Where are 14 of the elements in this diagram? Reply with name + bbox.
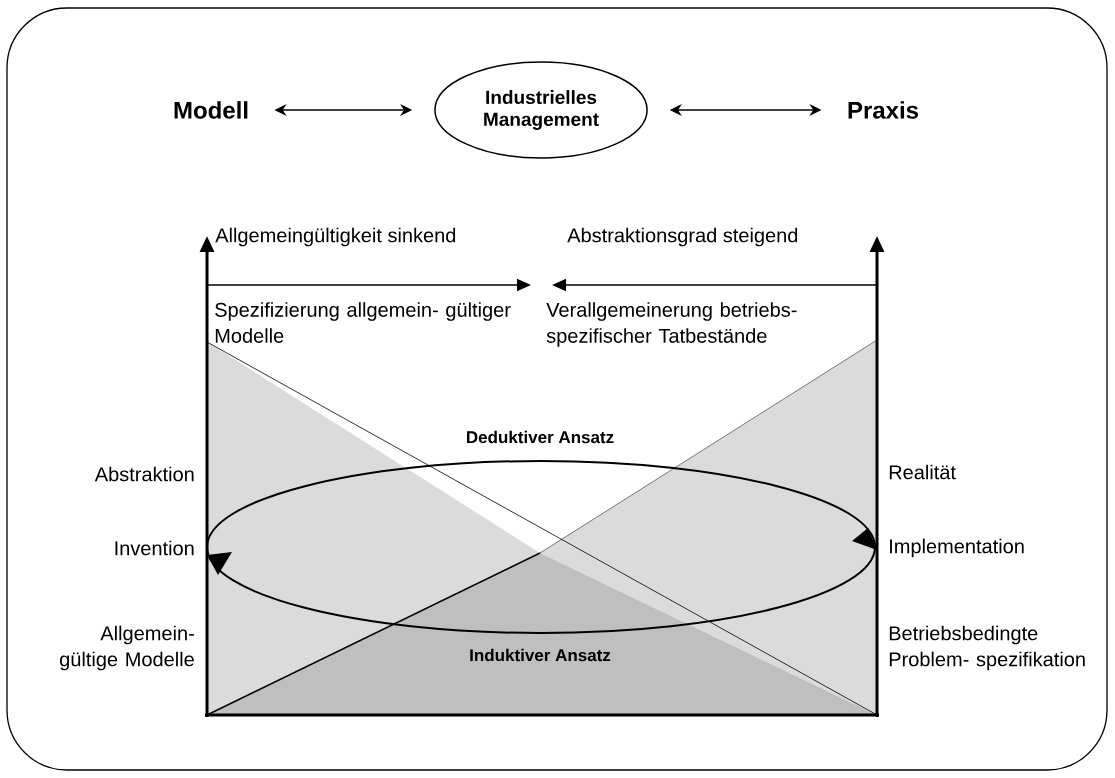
annotation-text: Allgemeingültigkeit sinkend [215,227,456,247]
approach-label: Induktiver Ansatz [470,648,611,662]
annotation-text: Realität [889,464,956,480]
annotation-text: Betriebsbedingte Problem- spezifikation [889,625,1085,671]
heading-text: Praxis [848,101,919,119]
annotation-text: Abstraktion [94,466,194,482]
annotation-text: Spezifizierung allgemein- gültiger Modelle [215,302,511,343]
heading-text: Modell [174,101,248,119]
annotation-text: Verallgemeinerung betriebs- spezifischer Tatbestände [546,302,797,347]
annotation-text: Allgemein- gültige Modelle [60,625,194,671]
approach-label: Deduktiver Ansatz [467,430,614,444]
annotation-text: Abstraktionsgrad steigend [567,227,798,247]
annotation-text: Implementation [890,538,1024,558]
annotation-text: Invention [115,540,194,556]
